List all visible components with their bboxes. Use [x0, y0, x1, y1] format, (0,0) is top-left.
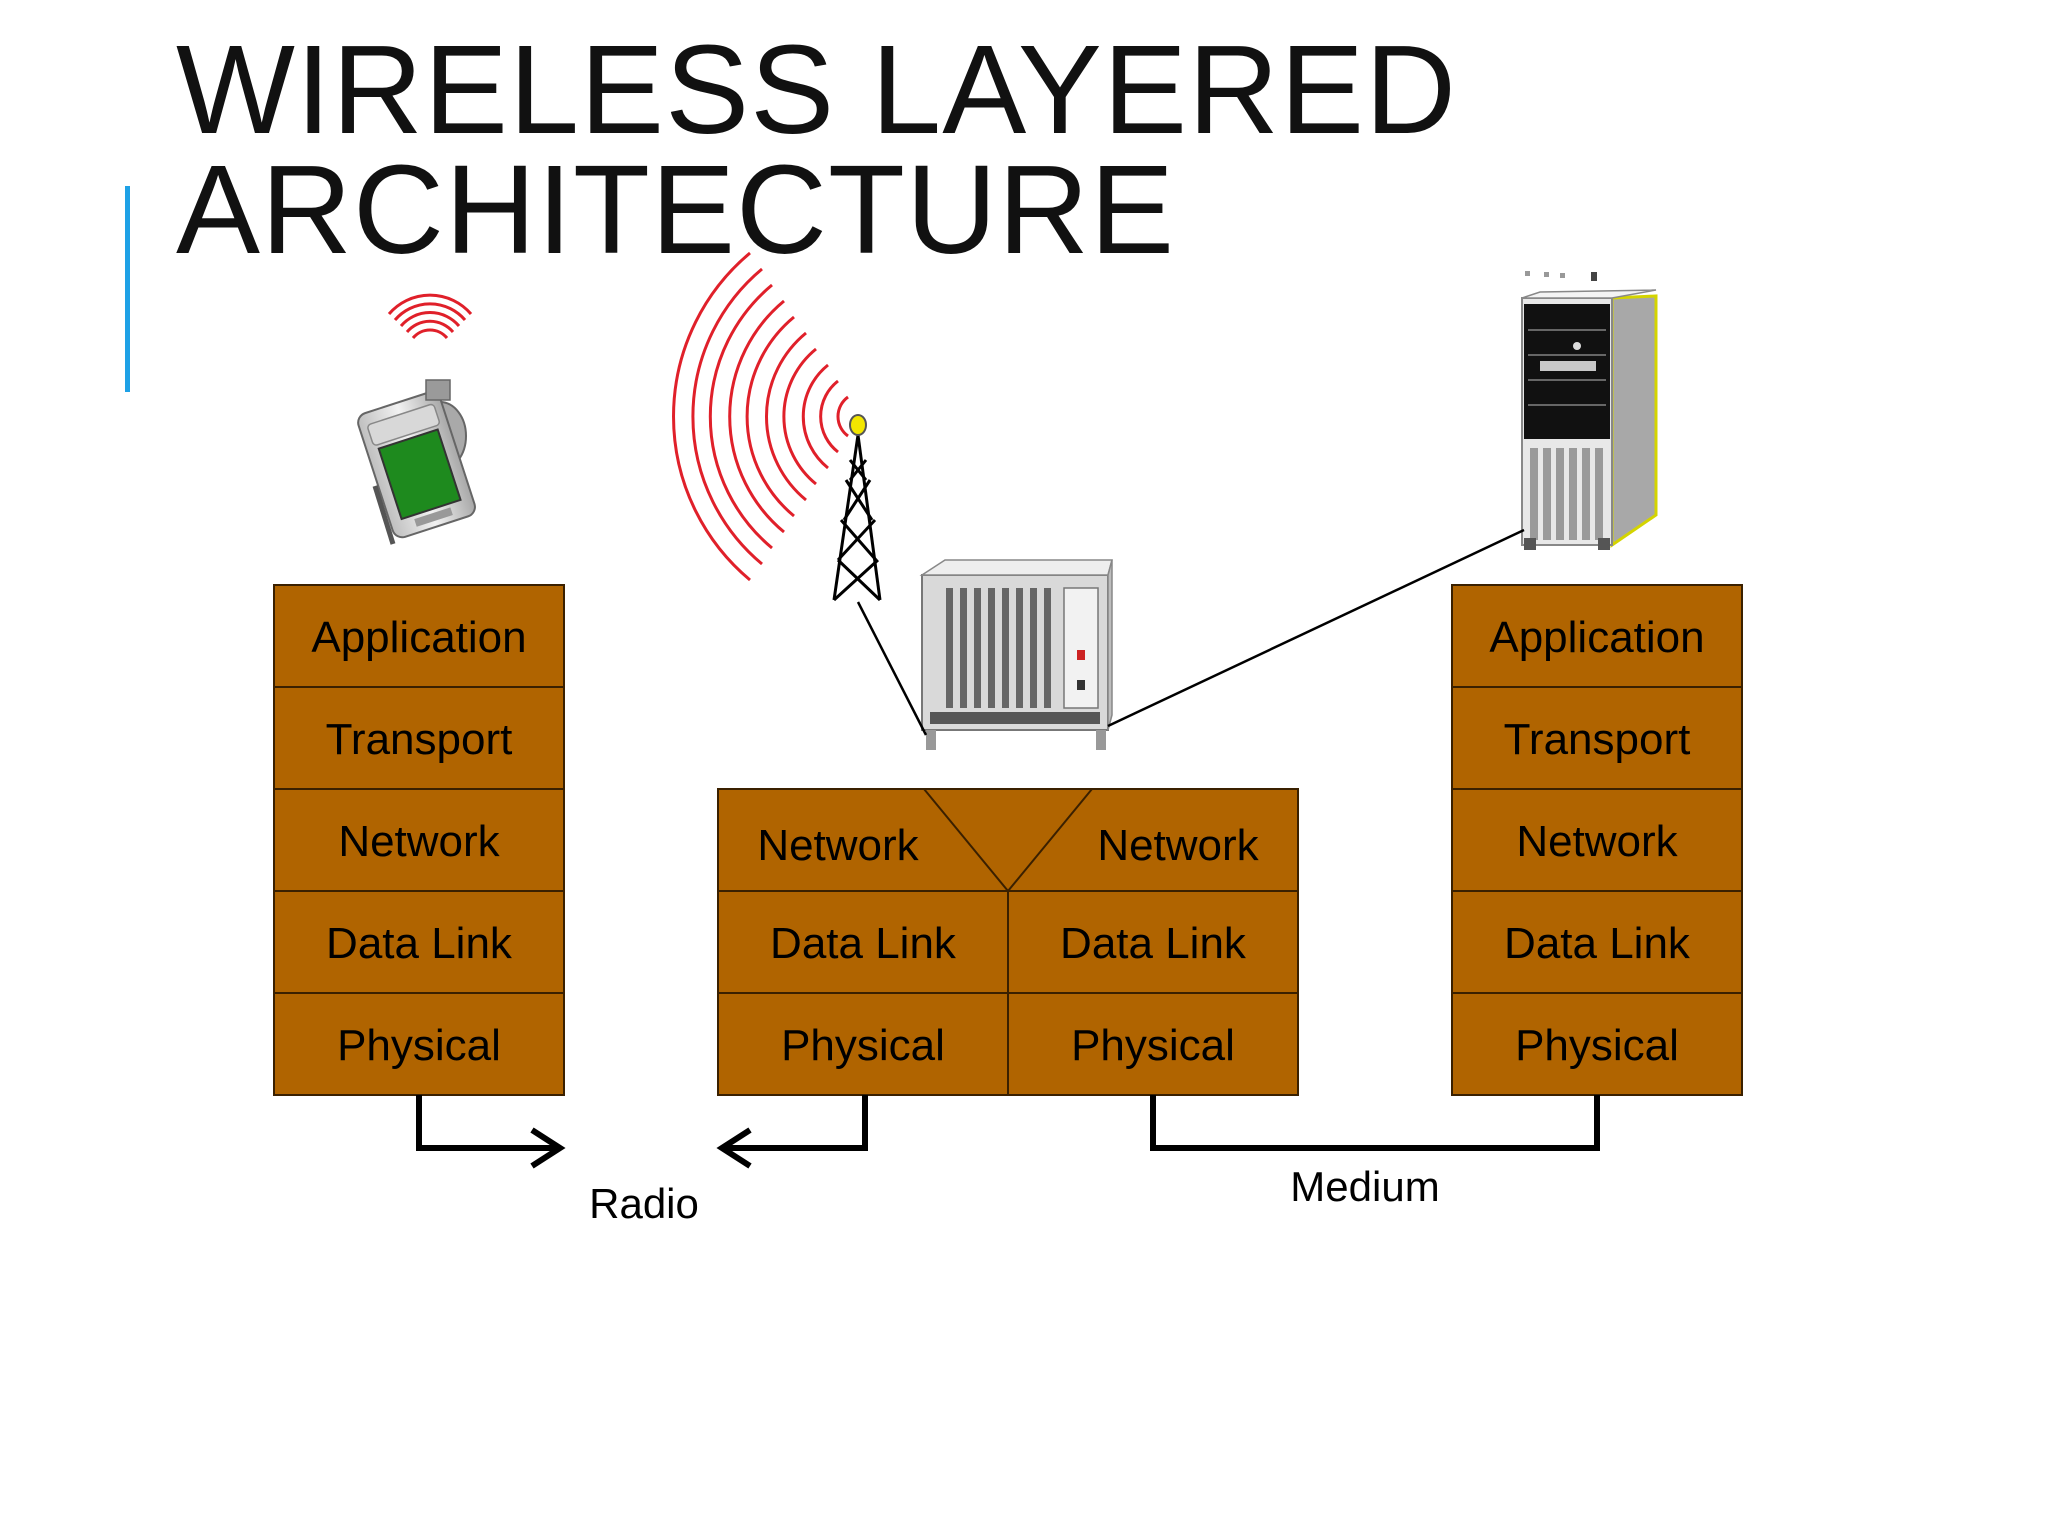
title-line-1: WIRELESS LAYERED: [176, 19, 1458, 160]
middle-physical-right-label: Physical: [1071, 1021, 1235, 1070]
left-layer-network: Network: [273, 788, 565, 892]
middle-datalink-left-label: Data Link: [770, 919, 957, 968]
right-layer-physical: Physical: [1451, 992, 1743, 1096]
middle-protocol-stack: Network Network Data Link Data Link Phys…: [717, 788, 1299, 1096]
handheld-device-icon: [357, 293, 476, 545]
right-layer-physical-label: Physical: [1515, 1021, 1679, 1070]
radio-link: [416, 1095, 868, 1169]
left-layer-physical: Physical: [273, 992, 565, 1096]
radio-waves-icon: [672, 251, 849, 582]
left-layer-datalink-label: Data Link: [326, 919, 513, 968]
middle-datalink-right-label: Data Link: [1060, 919, 1247, 968]
right-layer-application-label: Application: [1489, 613, 1704, 662]
right-protocol-stack: Application Transport Network Data Link …: [1451, 584, 1743, 1096]
title-line-2: ARCHITECTURE: [176, 139, 1176, 280]
accent-bar: [125, 186, 130, 392]
radio-tower-icon: [672, 251, 882, 602]
slide-title: WIRELESS LAYERED ARCHITECTURE: [176, 19, 1458, 280]
medium-link: [1150, 1095, 1600, 1151]
right-layer-network-label: Network: [1516, 817, 1678, 866]
left-layer-transport-label: Transport: [326, 715, 513, 764]
left-layer-datalink: Data Link: [273, 890, 565, 994]
right-layer-application: Application: [1451, 584, 1743, 688]
left-layer-physical-label: Physical: [337, 1021, 501, 1070]
radio-label: Radio: [589, 1180, 699, 1227]
switch-to-server-line: [1107, 528, 1525, 728]
left-layer-network-label: Network: [338, 817, 500, 866]
switch-rack-icon: [919, 559, 1113, 750]
handheld-signal-icon: [387, 293, 473, 340]
middle-network-right-label: Network: [1097, 821, 1259, 870]
middle-physical-left-label: Physical: [781, 1021, 945, 1070]
left-layer-application-label: Application: [311, 613, 526, 662]
left-layer-application: Application: [273, 584, 565, 688]
tower-to-switch-line: [856, 601, 928, 736]
radio-arrow-right-icon: [416, 1095, 558, 1151]
middle-network-left-label: Network: [757, 821, 919, 870]
right-layer-transport-label: Transport: [1504, 715, 1691, 764]
radio-arrow-left-icon: [724, 1095, 868, 1151]
right-layer-datalink: Data Link: [1451, 890, 1743, 994]
right-layer-datalink-label: Data Link: [1504, 919, 1691, 968]
right-layer-network: Network: [1451, 788, 1743, 892]
left-layer-transport: Transport: [273, 686, 565, 790]
left-protocol-stack: Application Transport Network Data Link …: [273, 584, 565, 1096]
right-layer-transport: Transport: [1451, 686, 1743, 790]
server-tower-icon: [1521, 271, 1658, 550]
medium-label: Medium: [1290, 1163, 1439, 1210]
